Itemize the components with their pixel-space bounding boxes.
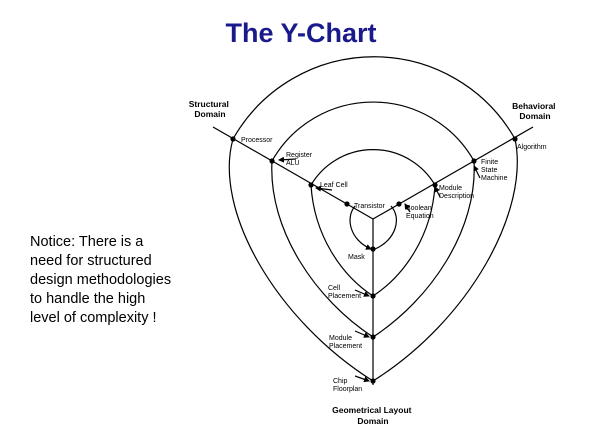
level-dot [230,136,236,142]
label-finite-state-machine: Finite State Machine [481,159,508,182]
level-dot [370,246,376,252]
label-mask: Mask [348,254,365,261]
label-leaf-cell: Leaf Cell [320,182,348,189]
geometrical-domain-label: Geometrical Layout Domain [332,405,414,426]
level-dot [396,201,402,207]
level-dot [269,158,275,164]
inner-arc-right [374,205,397,250]
label-module-placement: Module Placement [329,335,362,350]
label-transistor: Transistor [354,203,386,210]
level-dot [308,182,314,188]
label-processor: Processor [241,137,273,144]
level-dot [512,136,518,142]
level-dot [370,293,376,299]
level-dot [344,201,350,207]
level-dot [432,182,438,188]
label-algorithm: Algorithm [517,144,547,151]
label-register-alu: Register ALU [286,152,314,167]
arrow-behavioral [434,186,441,198]
label-cell-placement: Cell Placement [328,285,361,300]
behavioral-domain-label: Behavioral Domain [512,101,558,121]
level-dot [471,158,477,164]
notice-line: need for structured [30,253,152,269]
notice-line: design methodologies [30,272,172,288]
arrow-structural [315,185,333,192]
arrow-geometrical [354,375,370,383]
label-boolean-equation: Boolean Equation [406,205,434,220]
level-dot [370,378,376,384]
level-dot [370,334,376,340]
page-title: The Y-Chart [225,18,377,48]
notice-line: level of complexity ! [30,310,157,326]
label-module-description: Module Description [439,185,474,200]
label-chip-floorplan: Chip Floorplan [333,378,362,393]
circle-level-2 [271,101,475,338]
arrow-geometrical [354,330,370,338]
arrow-behavioral [404,203,411,213]
structural-domain-label: Structural Domain [189,99,232,119]
notice-line: to handle the high [30,291,146,307]
circle-level-1 [228,56,518,382]
arrow-structural [278,156,297,163]
notice-line: Notice: There is a [30,234,144,250]
arrow-geometrical [354,289,370,297]
notice-text: Notice: There is a need for structured d… [30,233,205,328]
inner-arc-left [349,205,372,250]
arrow-behavioral [473,165,481,179]
circle-level-3 [310,149,436,297]
